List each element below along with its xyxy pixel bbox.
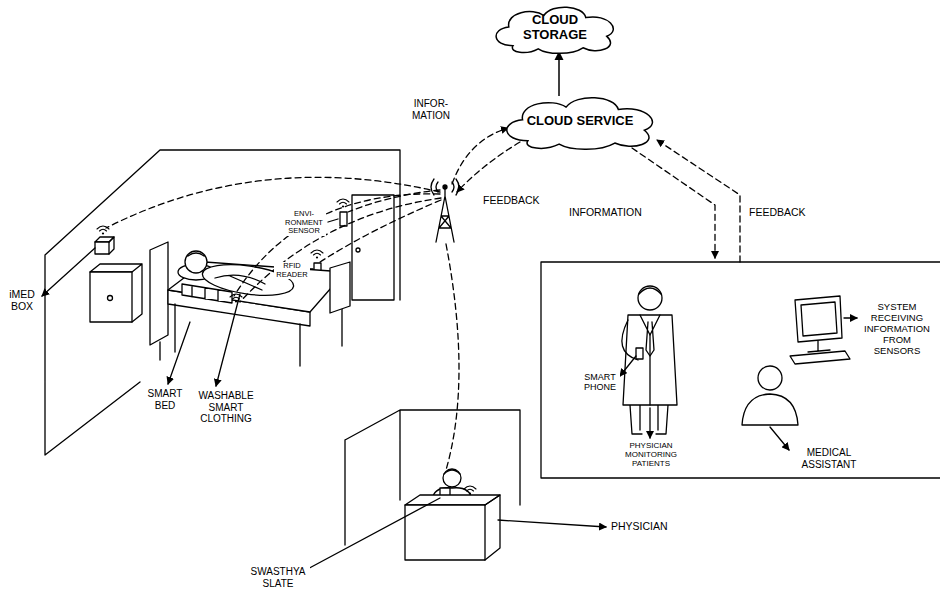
- leader-line: [770, 427, 789, 450]
- wireless-link: [348, 190, 440, 212]
- leader-line: [168, 322, 190, 384]
- patient-room: [45, 150, 400, 455]
- patient-room: [340, 212, 347, 226]
- wireless-link: [457, 142, 520, 192]
- part-label: PHYSICIAN MONITORING PATIENTS: [614, 441, 688, 469]
- monitoring-room: [630, 405, 668, 434]
- monitoring-room: [623, 315, 677, 405]
- monitoring-room: [808, 341, 830, 352]
- cloud-outline: [507, 98, 653, 150]
- part-label: WASHABLE SMART CLOTHING: [190, 390, 262, 425]
- wireless-link: [446, 244, 459, 470]
- physician-office: [444, 470, 460, 474]
- leader-line: [649, 408, 650, 438]
- transmission-tower: [431, 179, 459, 242]
- leader-line: [302, 498, 606, 572]
- transmission-tower: [436, 188, 454, 242]
- cloud-outline: [496, 7, 613, 53]
- monitoring-room: [801, 302, 837, 336]
- monitoring-room: [742, 394, 798, 425]
- node-title: CLOUD STORAGE: [515, 13, 595, 43]
- physician-office: [485, 495, 500, 560]
- smart-bed: [185, 251, 207, 273]
- patient-room: [108, 296, 113, 301]
- physician-office: [345, 410, 520, 560]
- smart-bed: [330, 262, 350, 313]
- smart-bed: [150, 242, 168, 345]
- monitoring-room: [790, 351, 850, 364]
- wireless-link: [106, 128, 740, 470]
- leader-line: [302, 498, 440, 572]
- leader-line: [42, 248, 95, 296]
- leader-line: [328, 219, 338, 222]
- monitoring-room: [758, 366, 782, 390]
- part-label: ENVI-RONMENT SENSOR: [282, 210, 326, 236]
- part-label: SWASTHYA SLATE: [246, 566, 310, 589]
- cloud-text: CLOUD STORAGE: [515, 13, 595, 43]
- transmission-tower: [431, 179, 459, 195]
- cloud-node: CLOUD STORAGE: [485, 2, 625, 54]
- smart-bed: [150, 242, 350, 366]
- node-title: CLOUD SERVICE: [518, 114, 642, 129]
- patient-room: [352, 195, 394, 300]
- monitoring-room: [636, 348, 643, 359]
- part-label: MEDICAL ASSISTANT: [792, 447, 866, 470]
- cloud-node: CLOUD SERVICE: [493, 92, 667, 150]
- link-label: FEEDBACK: [482, 194, 541, 206]
- leader-line: [498, 520, 606, 527]
- patient-room: [356, 248, 360, 252]
- leader-line: [620, 318, 857, 450]
- link-label: INFOR-MATION: [406, 98, 456, 121]
- physician-office: [405, 505, 485, 560]
- patient-room: [90, 272, 132, 322]
- monitoring-room: [638, 286, 662, 310]
- wireless-link: [320, 200, 441, 262]
- leader-line: [42, 219, 338, 386]
- wireless-link: [106, 177, 440, 228]
- wireless-link: [657, 140, 740, 262]
- patient-room: [109, 237, 114, 254]
- link-label: FEEDBACK: [748, 206, 807, 218]
- transmission-tower: [443, 185, 447, 189]
- part-label: iMED BOX: [4, 288, 40, 312]
- monitoring-room: [639, 288, 661, 294]
- leader-line: [844, 317, 857, 318]
- part-label: PHYSICIAN: [610, 520, 669, 532]
- physician-office: [464, 486, 476, 495]
- patient-room: [45, 150, 400, 455]
- part-label: SMART BED: [142, 388, 188, 411]
- physician-office: [405, 495, 500, 505]
- smart-bed: [188, 253, 204, 256]
- link-label: INFORMATION: [568, 206, 643, 218]
- smart-bed: [160, 300, 342, 366]
- part-label: RFID READER: [274, 262, 310, 279]
- leader-line: [216, 294, 240, 386]
- wireless-link: [240, 198, 441, 302]
- patient-room: [95, 242, 109, 254]
- leader-line: [310, 268, 313, 269]
- part-label: SYSTEM RECEIVING INFORMATION FROM SENSOR…: [858, 302, 936, 357]
- patient-room: [311, 250, 323, 259]
- part-label: SMART PHONE: [580, 372, 620, 393]
- physician-office: [443, 469, 461, 487]
- patient-room: [90, 264, 142, 322]
- monitoring-room: [541, 262, 940, 478]
- monitoring-room: [795, 296, 842, 342]
- cloud-text: CLOUD SERVICE: [518, 114, 642, 129]
- wireless-link: [234, 194, 440, 296]
- monitoring-room: [649, 335, 650, 405]
- monitoring-room: [541, 262, 940, 478]
- leader-line: [620, 356, 636, 376]
- wireless-link: [632, 148, 715, 258]
